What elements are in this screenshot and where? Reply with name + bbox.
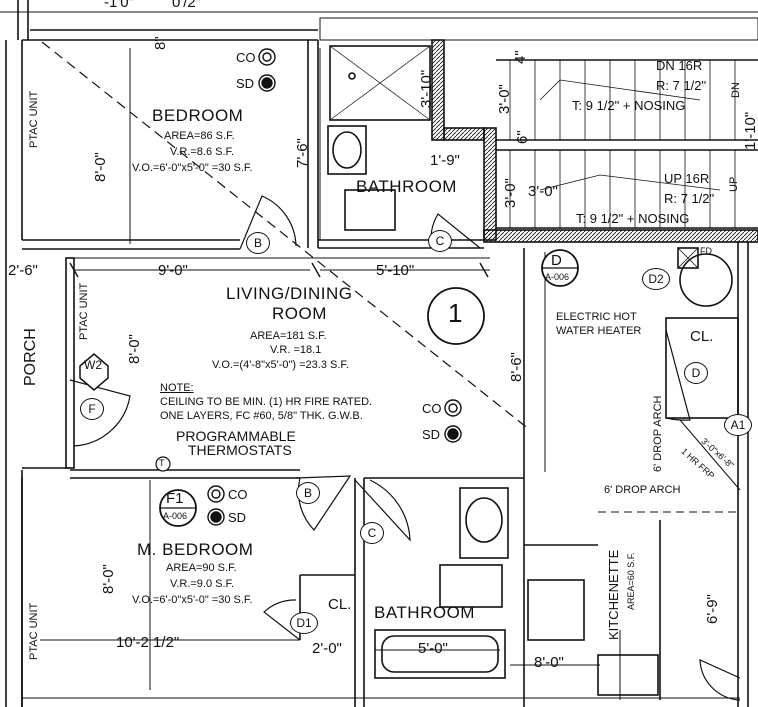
dim-text-6: 6" xyxy=(514,130,531,144)
dim-2-6: 2'-6" xyxy=(8,262,38,279)
thermostat-icon xyxy=(155,456,171,472)
stair-up-riser: R: 7 1/2" xyxy=(664,191,715,206)
note-line-2: ONE LAYERS, FC #60, 5/8" THK. G.W.B. xyxy=(160,410,363,422)
closet2-label: CL. xyxy=(328,596,352,613)
living-vr: V.R. =18.1 xyxy=(270,344,322,356)
stair-up-tread: T: 9 1/2" + NOSING xyxy=(576,211,690,226)
mbedroom-label: M. BEDROOM xyxy=(137,540,254,559)
dim-text-3-0a: 3'-0" xyxy=(496,84,513,114)
door-tag-b-1: B xyxy=(246,232,270,254)
window-tag-hexagon xyxy=(79,353,109,391)
door-tag-c-1: C xyxy=(428,230,452,252)
door-tag-a1: A1 xyxy=(724,414,752,436)
door-tag-b-2: B xyxy=(296,482,320,504)
sd-label-3: SD xyxy=(228,510,247,525)
dim-text-8: 8" xyxy=(152,36,169,50)
heater-label-1: ELECTRIC HOT xyxy=(556,311,637,323)
door-tag-d: D xyxy=(684,362,708,384)
door-tag-f: F xyxy=(80,398,104,420)
bedroom-area: AREA=86 S.F. xyxy=(164,130,235,142)
dim-9-0: 9'-0" xyxy=(158,262,188,279)
dim-text-3-0b: 3'-0" xyxy=(502,178,519,208)
dim-text-3-10: 3'-10" xyxy=(418,69,435,108)
living-label-1: LIVING/DINING xyxy=(226,284,353,303)
dim-8-0-kitchen: 8'-0" xyxy=(534,654,564,671)
living-label-2: ROOM xyxy=(272,304,327,323)
bedroom-label: BEDROOM xyxy=(152,106,244,125)
thermostat-label-2: THERMOSTATS xyxy=(188,442,292,458)
drop-arch-label-h: 6' DROP ARCH xyxy=(604,484,681,496)
bedroom-vr: V.R.=8.6 S.F. xyxy=(170,146,235,158)
window-tag-w2: W2 xyxy=(84,358,102,372)
dimension-lines xyxy=(40,48,621,700)
dim-text-8-0-liv: 8'-0" xyxy=(126,334,143,364)
dim-top-1: -1'0" xyxy=(104,0,134,11)
stair-up-side-text: UP xyxy=(728,176,740,192)
dim-10-2: 10'-2 1/2" xyxy=(116,634,180,651)
stair-dn-label: DN 16R xyxy=(656,58,703,73)
porch-text: PORCH xyxy=(22,328,39,386)
dim-text-7-6: 7'-6" xyxy=(294,138,311,168)
drop-arch-text-v: 6' DROP ARCH xyxy=(652,395,664,472)
mbedroom-vr: V.R.=9.0 S.F. xyxy=(170,578,235,590)
section-d-letter: D xyxy=(551,252,562,269)
dim-top-2: 0'/2" xyxy=(172,0,202,11)
section-d-sheet: A-006 xyxy=(545,272,570,282)
unit-number: 1 xyxy=(448,298,463,328)
floor-drain-label: FD xyxy=(700,246,712,256)
closet1-label: CL. xyxy=(690,328,714,345)
stair-dn-tread: T: 9 1/2" + NOSING xyxy=(572,98,686,113)
dim-3-0c: 3'-0" xyxy=(528,183,558,200)
co-label-2: CO xyxy=(422,401,442,416)
stair-up-label: UP 16R xyxy=(664,171,710,186)
dim-text-1-10: 1'-10" xyxy=(742,111,758,150)
living-area: AREA=181 S.F. xyxy=(250,330,327,342)
note-heading: NOTE: xyxy=(160,382,194,394)
door-tag-d2: D2 xyxy=(642,268,670,290)
living-vo: V.O.=(4'-8"x5'-0") =23.3 S.F. xyxy=(212,359,349,371)
dim-text-8-0-mb: 8'-0" xyxy=(100,564,117,594)
bedroom-vo: V.O.=6'-0"x5'-0" =30 S.F. xyxy=(132,162,253,174)
dim-text-8-0-bed: 8'-0" xyxy=(92,152,109,182)
thermostat-label-1: PROGRAMMABLE xyxy=(176,428,296,444)
dim-text-6-9: 6'-9" xyxy=(704,594,721,624)
sd-label-1: SD xyxy=(236,76,255,91)
ptac-text-1: PTAC UNIT xyxy=(28,90,40,148)
detector-symbols xyxy=(207,48,462,526)
dim-2-0: 2'-0" xyxy=(312,640,342,657)
dim-5-0: 5'-0" xyxy=(418,640,448,657)
unit-circle xyxy=(427,287,485,345)
bathroom1-label: BATHROOM xyxy=(356,177,457,196)
bathroom2-label: BATHROOM xyxy=(374,603,475,622)
note-line-1: CEILING TO BE MIN. (1) HR FIRE RATED. xyxy=(160,396,373,408)
dim-text-8-6: 8'-6" xyxy=(508,352,525,382)
mbedroom-area: AREA=90 S.F. xyxy=(166,562,237,574)
kitchenette-area-text: AREA=60 S.F. xyxy=(626,552,636,610)
section-f1-sheet: A-006 xyxy=(163,511,188,521)
sd-label-2: SD xyxy=(422,427,441,442)
mbedroom-vo: V.O.=6'-0"x5'-0" =30 S.F. xyxy=(132,594,253,606)
door-tag-c-2: C xyxy=(360,522,384,544)
heater-label-2: WATER HEATER xyxy=(556,325,642,337)
stair-dn-riser: R: 7 1/2" xyxy=(656,78,707,93)
dim-text-4: 4" xyxy=(512,50,529,64)
ptac-text-3: PTAC UNIT xyxy=(28,602,40,660)
thermostat-symbol: T xyxy=(159,458,165,468)
dim-1-9: 1'-9" xyxy=(430,152,460,169)
dim-5-10: 5'-10" xyxy=(376,262,415,279)
ptac-text-2: PTAC UNIT xyxy=(78,282,90,340)
section-f1-letter: F1 xyxy=(166,490,184,507)
door-tag-d1: D1 xyxy=(290,612,318,634)
co-label-1: CO xyxy=(236,50,256,65)
kitchenette-text: KITCHENETTE xyxy=(606,549,621,640)
stair-dn-side-text: DN xyxy=(730,82,742,98)
co-label-3: CO xyxy=(228,487,248,502)
